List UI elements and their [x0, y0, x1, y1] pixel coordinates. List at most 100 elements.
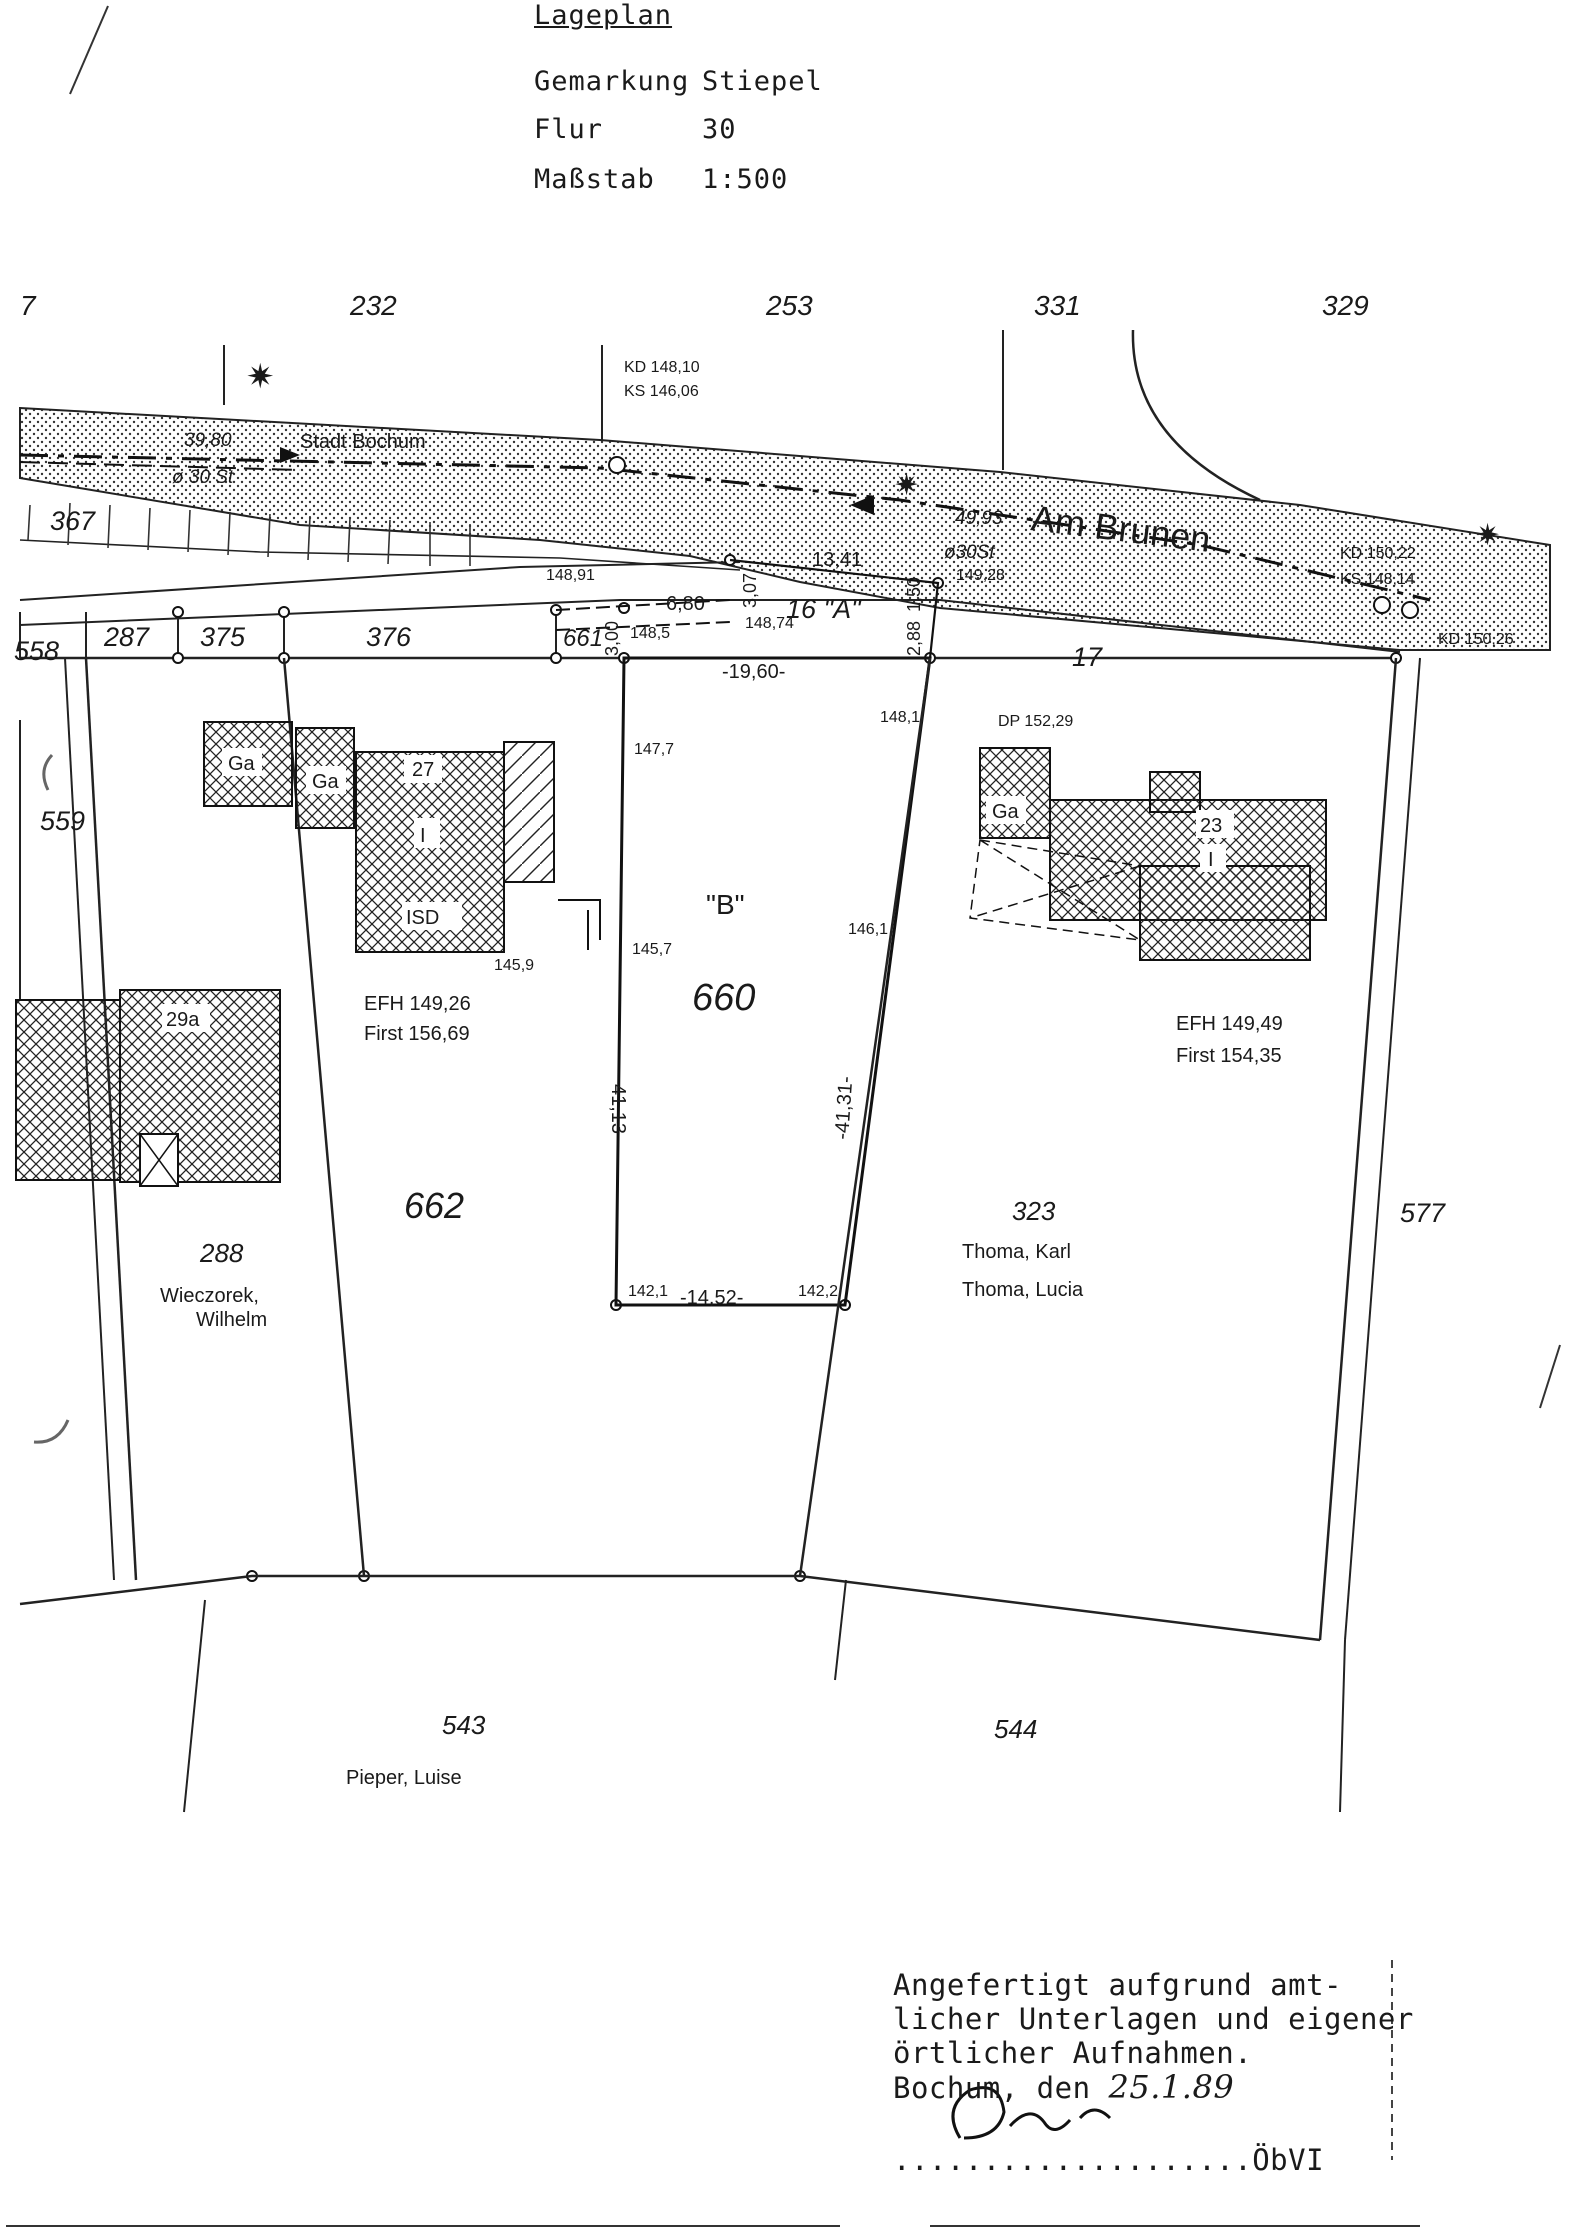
dimension-label: 3,07 — [740, 573, 760, 608]
garage-label: Ga — [992, 801, 1020, 823]
parcel-number: 376 — [366, 622, 412, 652]
street-curve — [1131, 329, 1261, 502]
house-roof-type: ISD — [406, 907, 439, 929]
dimension-label: 41,13 — [607, 1084, 629, 1134]
boundary-point-icons — [172, 554, 1402, 1582]
dimension-label: 13,41 — [812, 549, 862, 571]
flow-arrow-icon — [850, 495, 874, 515]
level-label: 148,74 — [745, 615, 794, 632]
house-label-bg — [1200, 844, 1226, 872]
dimension-label: 6,80 — [666, 593, 705, 615]
level-label: KD 148,10 — [624, 359, 700, 376]
level-label: 145,7 — [632, 941, 672, 958]
parcel-number: 7 — [20, 290, 37, 321]
level-annotations: KD 148,10 KS 146,06 KD 150,22 KS 148,14 … — [494, 359, 1514, 1300]
parcel-number: 331 — [1034, 290, 1081, 321]
house-label-bg — [404, 755, 442, 783]
garage-label-bg — [222, 748, 262, 776]
parcel-boundary — [183, 1599, 206, 1813]
pipe-length-label: 49,93 — [955, 508, 1003, 529]
dimension-labels: -19,60- -14,52- 41,13 -41,31- 6,80 13,41… — [602, 549, 924, 1309]
level-label: DP 152,29 — [998, 713, 1073, 730]
level-label: 142,1 — [628, 1283, 668, 1300]
plot-16A-boundary — [729, 558, 940, 660]
parcel-number: 559 — [40, 806, 85, 836]
parcel-number: 558 — [14, 636, 59, 666]
parcel-boundary — [834, 1579, 847, 1681]
certificate-date: 25.1.89 — [1108, 2068, 1235, 2106]
manhole-icon — [1401, 601, 1419, 619]
level-label: KS 148,14 — [1340, 571, 1415, 588]
street-edge-line — [19, 599, 1401, 653]
sewer-pipe — [19, 453, 1431, 602]
parcel-number: 232 — [349, 290, 397, 321]
garage-label: Ga — [312, 771, 340, 793]
margin-mark — [1539, 1344, 1561, 1409]
parcel-number: 375 — [200, 622, 246, 652]
street-lamp-icon: ✷ — [894, 469, 919, 502]
flow-arrow-icon — [280, 447, 300, 463]
header-value: 1:500 — [702, 164, 789, 195]
header-row-massstab: Maßstab 1:500 — [534, 164, 787, 195]
certificate-signature-line: ....................ÖbVI — [893, 2143, 1414, 2177]
parcel-boundary — [1344, 657, 1421, 1641]
access-strip — [555, 599, 731, 631]
header-label: Maßstab — [534, 164, 655, 195]
building-labels: 27 I ISD Ga Ga Ga 23 I 29a EFH 149,26 Fi… — [166, 753, 1283, 1067]
garage-label: Ga — [228, 753, 256, 775]
level-label: 145,9 — [494, 957, 534, 974]
street-am-brunen — [19, 406, 1551, 651]
parcel-boundary — [1318, 657, 1398, 1641]
rear-boundary — [19, 1574, 1321, 1642]
owner-name: Thoma, Karl — [962, 1241, 1071, 1263]
site-label: "B" — [706, 889, 745, 920]
certificate-place: Bochum, den — [893, 2071, 1091, 2105]
owner-name: Thoma, Lucia — [962, 1279, 1084, 1301]
level-label: KD 150,26 — [1438, 631, 1514, 648]
west-parcel-number: 662 — [404, 1185, 464, 1226]
level-label: 147,7 — [634, 741, 674, 758]
building-garage — [979, 747, 1051, 839]
house-label-bg — [162, 1004, 210, 1032]
terrace-outline — [969, 839, 1141, 941]
header-value: Stiepel — [702, 66, 823, 97]
pipe-owner-label: Stadt Bochum — [300, 431, 426, 453]
level-label: KS 146,06 — [624, 383, 699, 400]
house-floors: I — [1208, 849, 1214, 871]
owner-name: Pieper, Luise — [346, 1767, 462, 1789]
frontage-parcel-numbers: 558 287 375 376 661 367 559 577 17 16 "A… — [14, 506, 1446, 1228]
parcel-number: 16 "A" — [786, 594, 862, 624]
stair-symbol — [558, 899, 601, 950]
level-label: 148,91 — [546, 567, 595, 584]
level-label: 142,2 — [798, 1283, 838, 1300]
embankment-hatch — [27, 502, 471, 566]
signature-dots: .................... — [893, 2143, 1253, 2177]
pipe-length-label: 39,80 — [184, 430, 232, 451]
dimension-label: -19,60- — [722, 661, 785, 683]
ridge-level-label: First 156,69 — [364, 1023, 470, 1045]
ridge-level-label: First 154,35 — [1176, 1045, 1282, 1067]
certificate-line: Angefertigt aufgrund amt- — [893, 1968, 1342, 2002]
dimension-label: 1,50 — [904, 577, 924, 612]
house-label-bg — [1196, 810, 1234, 838]
pipe-diameter-label: ø30St — [944, 542, 995, 563]
header-label: Flur — [534, 114, 604, 145]
sewer-pipe — [19, 461, 301, 471]
top-parcel-numbers: 7 232 253 331 329 — [20, 290, 1369, 321]
owner-names: Wieczorek, Wilhelm Thoma, Karl Thoma, Lu… — [160, 1241, 1084, 1789]
dimension-label: 2,88 — [904, 621, 924, 656]
punch-hole-mark — [42, 753, 54, 791]
house-number: 23 — [1200, 815, 1222, 837]
street-edge-line — [19, 561, 741, 601]
signature — [951, 2086, 1112, 2140]
parcel-number: 329 — [1322, 290, 1369, 321]
punch-hole-mark — [33, 1419, 70, 1444]
margin-mark — [69, 5, 109, 95]
level-label: 148,1 — [880, 709, 920, 726]
house-label-bg — [414, 818, 440, 848]
floor-level-label: EFH 149,49 — [1176, 1013, 1283, 1035]
parcel-number: 287 — [103, 622, 150, 652]
